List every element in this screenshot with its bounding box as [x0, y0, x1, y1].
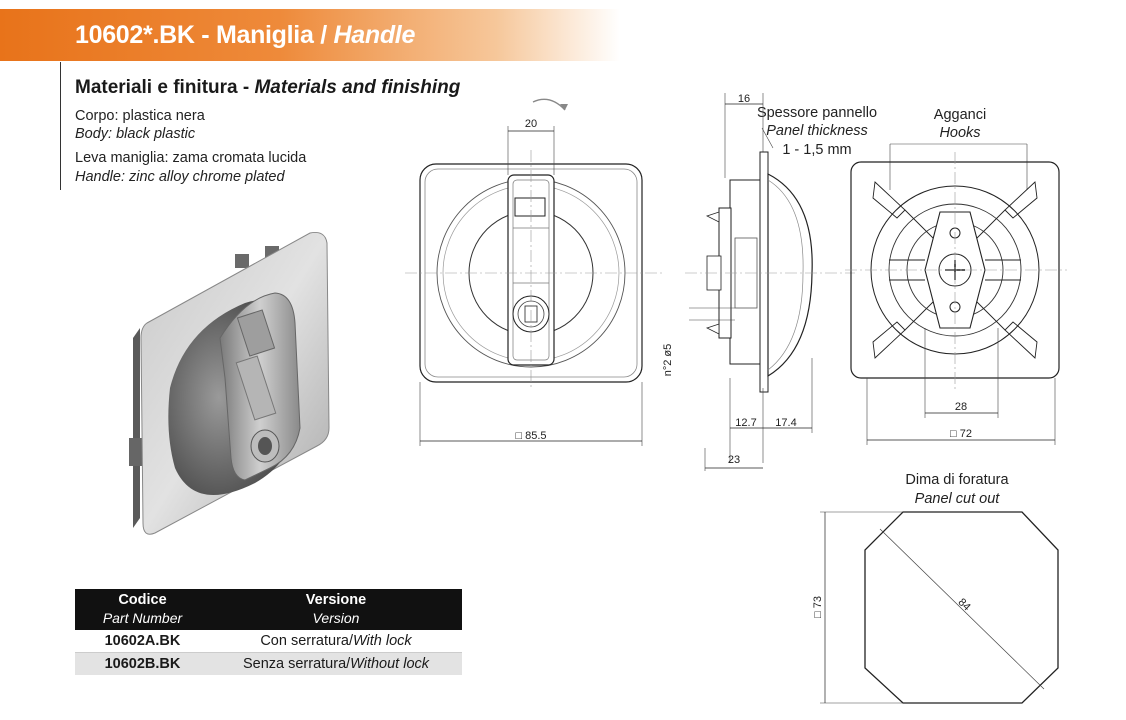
row-code: 10602B.BK — [75, 652, 210, 675]
row-version: Con serratura/With lock — [210, 630, 462, 653]
back-view-drawing: Agganci Hooks 28 □ 72 — [845, 107, 1067, 445]
table-row: 10602A.BK Con serratura/With lock — [75, 630, 462, 653]
materials-heading-it: Materiali e finitura - — [75, 77, 255, 98]
product-3d-render — [129, 232, 330, 535]
dim-cutout-height: □ 73 — [812, 596, 824, 618]
section-divider — [60, 62, 61, 190]
title-english: Handle — [333, 21, 416, 49]
dim-back-spacing: 28 — [955, 401, 967, 413]
side-view-drawing: Spessore pannello Panel thickness 1 - 1,… — [662, 93, 877, 471]
dim-holes: n°2 ø5 — [662, 344, 674, 377]
header-version-it: Versione — [305, 592, 367, 608]
panel-thickness-label-it: Spessore pannello — [757, 105, 877, 121]
body-material-it: Corpo: plastica nera — [75, 108, 205, 124]
cutout-label-it: Dima di foratura — [905, 472, 1009, 488]
cutout-label-en: Panel cut out — [915, 491, 1001, 507]
front-view-drawing: 20 □ 85.5 — [405, 98, 663, 446]
row-version-en: With lock — [353, 633, 412, 649]
dim-side-depth: 16 — [738, 93, 750, 105]
header-part-number-en: Part Number — [102, 610, 183, 626]
lever-material-it: Leva maniglia: zama cromata lucida — [75, 150, 307, 166]
dim-side-b: 17.4 — [775, 417, 796, 429]
product-code: 10602*.BK — [75, 21, 195, 49]
materials-heading: Materiali e finitura - Materials and fin… — [75, 77, 460, 99]
lever-material-en: Handle: zinc alloy chrome plated — [75, 169, 285, 185]
table-row: 10602B.BK Senza serratura/Without lock — [75, 652, 462, 675]
materials-heading-en: Materials and finishing — [254, 77, 461, 98]
title-italian: Maniglia / — [215, 21, 334, 49]
row-version-it: Senza serratura/ — [242, 656, 351, 672]
hooks-label-it: Agganci — [934, 107, 986, 123]
panel-thickness-value: 1 - 1,5 mm — [782, 142, 851, 158]
dim-front-size: □ 85.5 — [515, 430, 546, 442]
dim-side-total: 23 — [728, 454, 740, 466]
title-separator: - — [194, 21, 216, 49]
row-version-it: Con serratura/ — [260, 633, 353, 649]
hooks-label-en: Hooks — [939, 125, 980, 141]
header-banner — [0, 9, 620, 61]
header-part-number-it: Codice — [118, 592, 167, 608]
dim-back-size: □ 72 — [950, 428, 972, 440]
panel-thickness-label-en: Panel thickness — [766, 123, 868, 139]
page-title: 10602*.BK - Maniglia / Handle — [75, 21, 415, 50]
header-version-en: Version — [312, 610, 360, 626]
dim-front-width: 20 — [525, 118, 537, 130]
panel-cutout-drawing: Dima di foratura Panel cut out 84 □ 73 — [812, 472, 1059, 704]
row-version: Senza serratura/Without lock — [210, 652, 462, 675]
body-material-en: Body: black plastic — [75, 126, 196, 142]
row-version-en: Without lock — [350, 656, 430, 672]
row-code: 10602A.BK — [75, 630, 210, 653]
dim-side-a: 12.7 — [735, 417, 756, 429]
